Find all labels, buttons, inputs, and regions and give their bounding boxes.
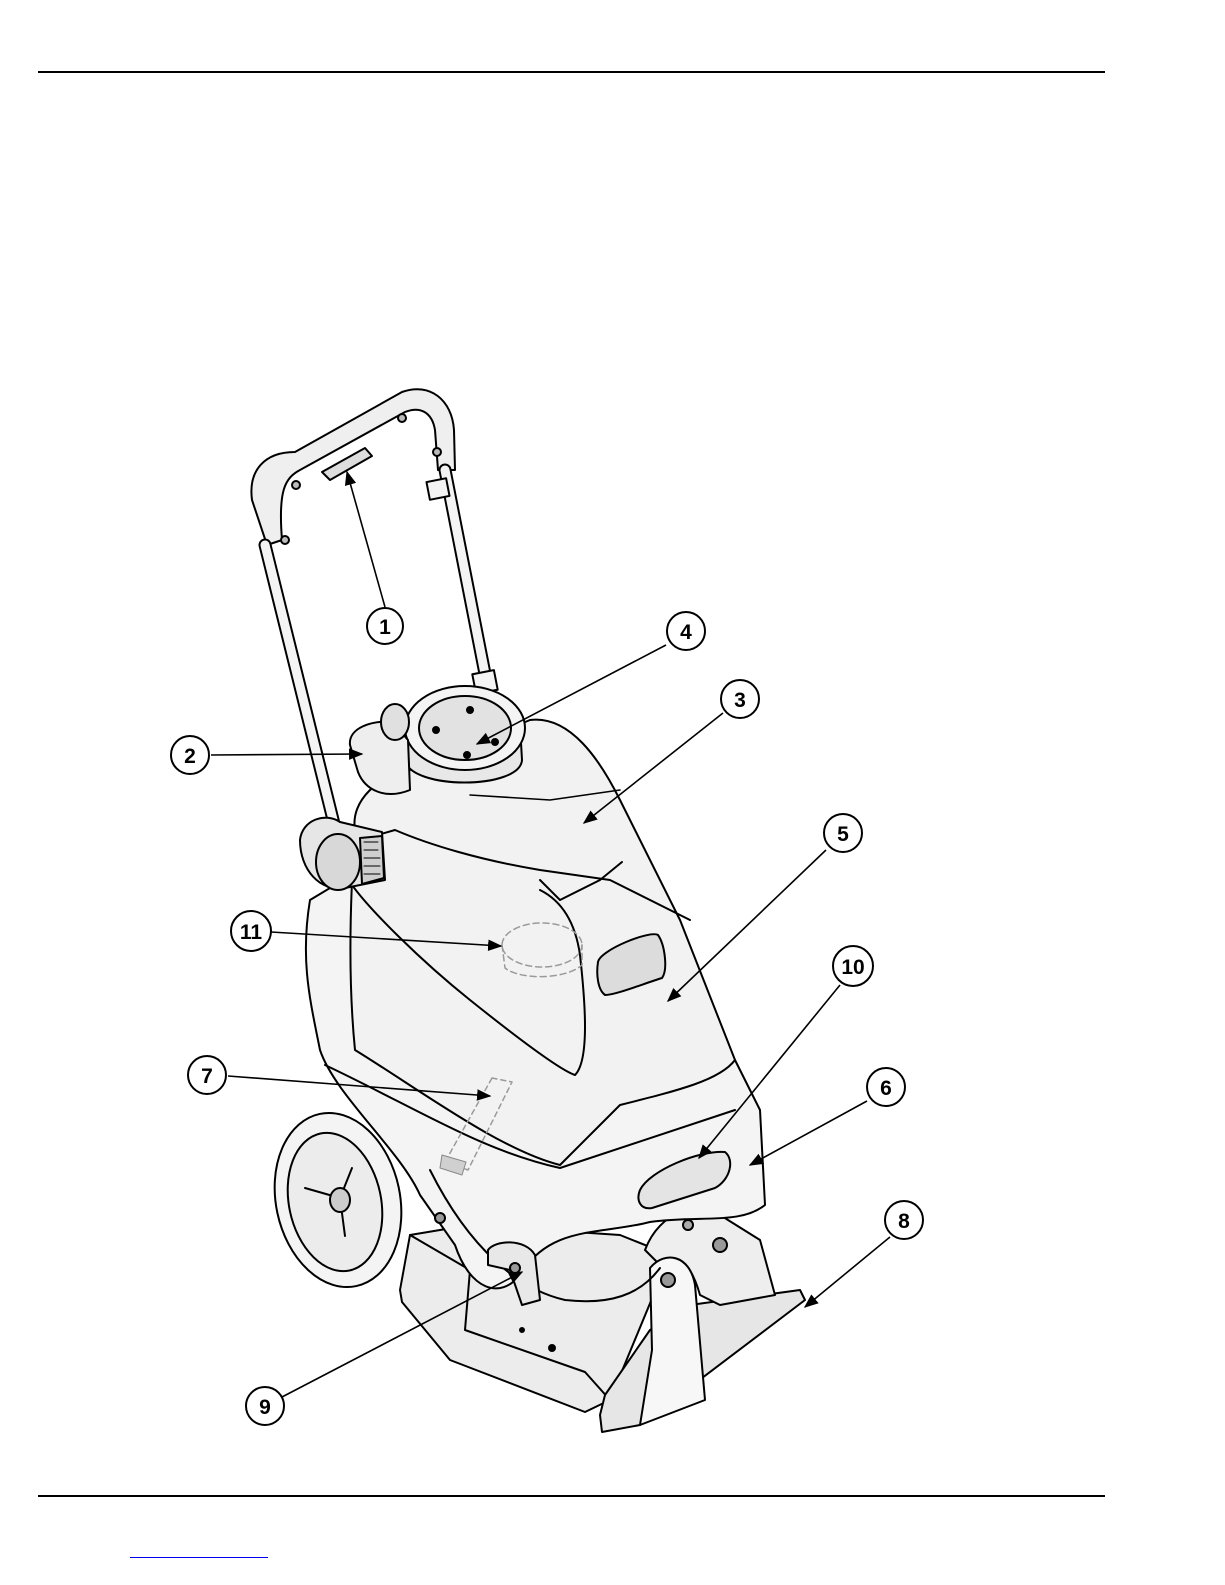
callout-9: 9	[246, 1387, 284, 1425]
callout-5: 5	[824, 814, 862, 852]
callout-8: 8	[885, 1201, 923, 1239]
callout-4: 4	[667, 612, 705, 650]
callout-7: 7	[188, 1056, 226, 1094]
callout-number: 1	[379, 616, 391, 639]
tank-cap-drawing	[405, 686, 525, 783]
callout-number: 9	[259, 1396, 271, 1419]
callout-6: 6	[867, 1068, 905, 1106]
leader-4	[477, 645, 666, 744]
callout-number: 7	[201, 1065, 213, 1088]
leader-5	[668, 850, 826, 1001]
carpet-extractor-drawing	[251, 389, 805, 1432]
hose-port-drawing	[350, 704, 410, 794]
leader-3	[584, 713, 723, 823]
callout-number: 6	[880, 1077, 892, 1100]
callout-3: 3	[721, 680, 759, 718]
leader-6	[750, 1101, 867, 1165]
callout-number: 11	[240, 921, 263, 944]
callout-number: 10	[841, 956, 864, 979]
leader-2	[211, 754, 362, 755]
callout-10: 10	[833, 946, 873, 986]
callout-number: 4	[680, 621, 692, 644]
callout-number: 3	[734, 689, 746, 712]
callout-number: 2	[184, 745, 196, 768]
callout-11: 11	[231, 911, 271, 951]
callout-1: 1	[367, 608, 403, 644]
callout-number: 8	[898, 1210, 910, 1233]
callout-2: 2	[171, 736, 209, 774]
leader-8	[805, 1237, 890, 1307]
callout-number: 5	[837, 823, 849, 846]
leader-1	[347, 472, 385, 607]
